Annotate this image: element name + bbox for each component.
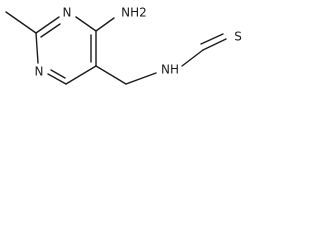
atom-nh2: NH2 <box>121 6 147 20</box>
bond-c6-n3 <box>47 73 67 85</box>
atom-s: S <box>234 30 242 44</box>
bonds <box>5 11 227 85</box>
bond-c2-n1-inner <box>40 23 61 38</box>
bond-c5-c6 <box>65 65 97 85</box>
atom-labels: N N NH2 NH S <box>35 6 242 79</box>
molecule-structure-canvas: N N NH2 NH S <box>0 0 252 94</box>
bond-c5-ch2 <box>95 65 127 85</box>
bond-ch2-nh <box>125 72 157 85</box>
bond-c4-nh2 <box>95 17 115 32</box>
atom-n-top: N <box>63 6 72 20</box>
molecule-svg: N N NH2 NH S <box>5 6 242 85</box>
bond-ch-s-inner <box>200 33 224 45</box>
atom-n-bottom: N <box>35 65 44 79</box>
bond-nh-ch <box>181 49 204 67</box>
bond-n1-c4 <box>75 16 97 32</box>
bond-c6-n3-inner <box>50 69 66 79</box>
bond-c2-n1 <box>35 16 60 34</box>
bond-n3-c2 <box>35 32 39 64</box>
bond-ch-s <box>202 38 227 51</box>
bond-methyl-c2 <box>5 11 37 34</box>
atom-nh: NH <box>161 63 179 77</box>
